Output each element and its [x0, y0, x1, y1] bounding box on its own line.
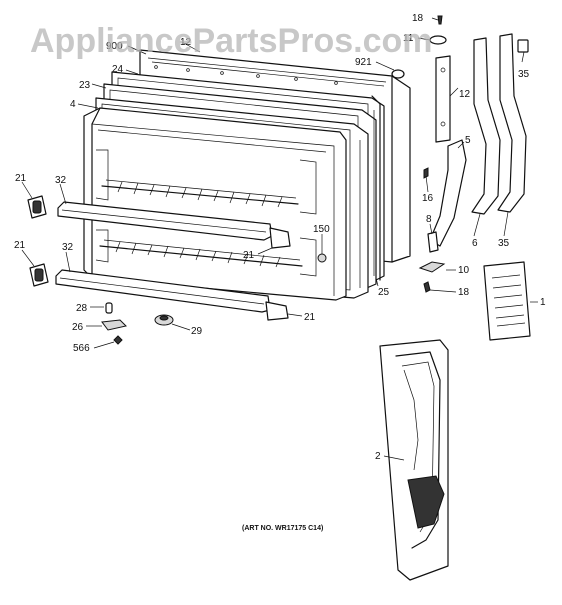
shelf-cap-left-lower-21 [29, 263, 49, 287]
art-number: (ART NO. WR17175 C14) [242, 525, 323, 532]
door-seal-strip-25 [371, 95, 381, 281]
callout-23: 23 [79, 80, 91, 91]
callout-25: 25 [378, 287, 390, 298]
callout-5: 5 [465, 135, 471, 146]
callout-10: 10 [458, 265, 470, 276]
cap-35-top [517, 39, 529, 53]
shelf-cap-right-lower-21 [265, 301, 289, 321]
screw-150 [317, 253, 327, 263]
screw-18-top [437, 15, 443, 25]
callout-1: 1 [540, 297, 546, 308]
callout-26: 26 [72, 322, 84, 333]
callout-28: 28 [76, 303, 88, 314]
callout-2: 2 [375, 451, 381, 462]
callout-29: 29 [191, 326, 203, 337]
callout-4: 4 [70, 99, 76, 110]
callout-16: 16 [422, 193, 434, 204]
callout-18-bottom: 18 [458, 287, 470, 298]
callout-24: 24 [112, 64, 124, 75]
spacer-28 [105, 302, 113, 314]
callout-18-top: 18 [412, 13, 424, 24]
callout-921: 921 [355, 57, 372, 68]
door-liner [83, 107, 347, 301]
callout-21-d: 21 [304, 312, 316, 323]
callout-6: 6 [472, 238, 478, 249]
leader-lines [21, 17, 538, 461]
callout-12-hinge: 12 [459, 89, 471, 100]
callout-566: 566 [73, 343, 90, 354]
callout-8: 8 [426, 214, 432, 225]
callout-32-b: 32 [62, 242, 74, 253]
callout-12-top: 12 [180, 37, 192, 48]
callout-21-b: 21 [14, 240, 26, 251]
screw-18-bottom [423, 281, 431, 293]
callout-900: 900 [106, 41, 123, 52]
hinge-bar-12 [435, 55, 451, 143]
watermark: AppliancePartsPros.com [30, 22, 432, 60]
door-handle-2 [379, 339, 449, 581]
bracket-26 [101, 319, 127, 331]
callout-35-bottom: 35 [498, 238, 510, 249]
hinge-shim-10 [418, 261, 446, 273]
callout-21-a: 21 [15, 173, 27, 184]
hinge-bracket-5 [429, 139, 467, 247]
callout-11: 11 [403, 33, 414, 44]
screw-16 [423, 167, 429, 179]
hinge-arm-35 [497, 33, 527, 213]
plug-29 [154, 314, 174, 326]
hinge-arm-6 [471, 37, 501, 215]
spacer-8 [427, 231, 439, 253]
callout-21-c: 21 [243, 250, 255, 261]
shelf-cap-right-upper-21 [269, 227, 291, 249]
plug-921 [391, 69, 405, 79]
callout-35-top: 35 [518, 69, 530, 80]
callout-labels: 18 11 900 12 921 35 24 23 12 4 5 16 21 3… [14, 13, 546, 462]
instruction-booklet-1 [483, 261, 531, 341]
callout-150: 150 [313, 224, 330, 235]
callout-32-a: 32 [55, 175, 67, 186]
shelf-cap-left-upper-21 [27, 195, 47, 219]
screw-566 [113, 335, 123, 345]
